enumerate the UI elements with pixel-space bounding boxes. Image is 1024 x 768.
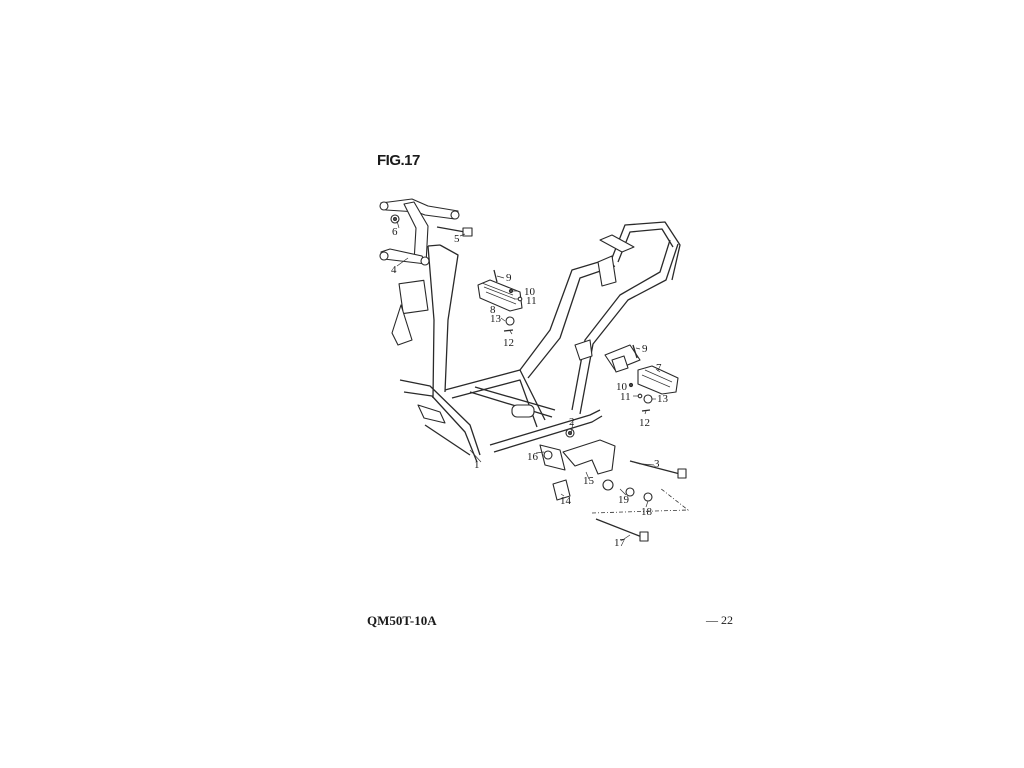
bolt-long-lower-part	[595, 518, 649, 542]
callout-10b: 10	[616, 381, 628, 393]
spacer-part	[602, 479, 653, 502]
callout-2: 2	[569, 416, 575, 428]
callout-7: 7	[656, 362, 662, 374]
callout-19: 19	[618, 494, 630, 506]
bushing-part	[552, 479, 571, 501]
callout-6: 6	[392, 226, 398, 238]
head-bracket-part	[379, 198, 460, 266]
callout-11b: 11	[620, 391, 631, 403]
callout-9b: 9	[642, 343, 648, 355]
leader-lines	[396, 220, 661, 542]
callout-12a: 12	[503, 337, 514, 349]
footrest-right-part	[611, 344, 679, 412]
callout-4: 4	[391, 264, 397, 276]
footrest-left-part	[477, 269, 523, 332]
callout-8: 8	[490, 304, 496, 316]
callout-5: 5	[454, 233, 460, 245]
callout-10a: 10	[524, 286, 536, 298]
callout-14: 14	[560, 495, 572, 507]
page-number: — 22	[706, 613, 733, 627]
model-number: QM50T-10A	[367, 613, 437, 628]
callout-13b: 13	[657, 393, 669, 405]
bolt-long-upper-part	[629, 460, 687, 479]
callout-11a: 11	[526, 295, 537, 307]
engine-hanger-part	[539, 428, 616, 475]
callout-9a: 9	[506, 272, 512, 284]
bolt-part	[436, 226, 473, 237]
callout-15: 15	[583, 475, 595, 487]
callout-17: 17	[614, 537, 626, 549]
callout-12b: 12	[639, 417, 650, 429]
callout-16: 16	[527, 451, 539, 463]
callout-18: 18	[641, 506, 653, 518]
nut-part	[390, 214, 400, 224]
callout-13a: 13	[490, 313, 502, 325]
callout-1: 1	[474, 459, 480, 471]
figure-title: FIG.17	[377, 152, 420, 169]
callout-3: 3	[654, 458, 660, 470]
main-frame	[391, 221, 681, 463]
